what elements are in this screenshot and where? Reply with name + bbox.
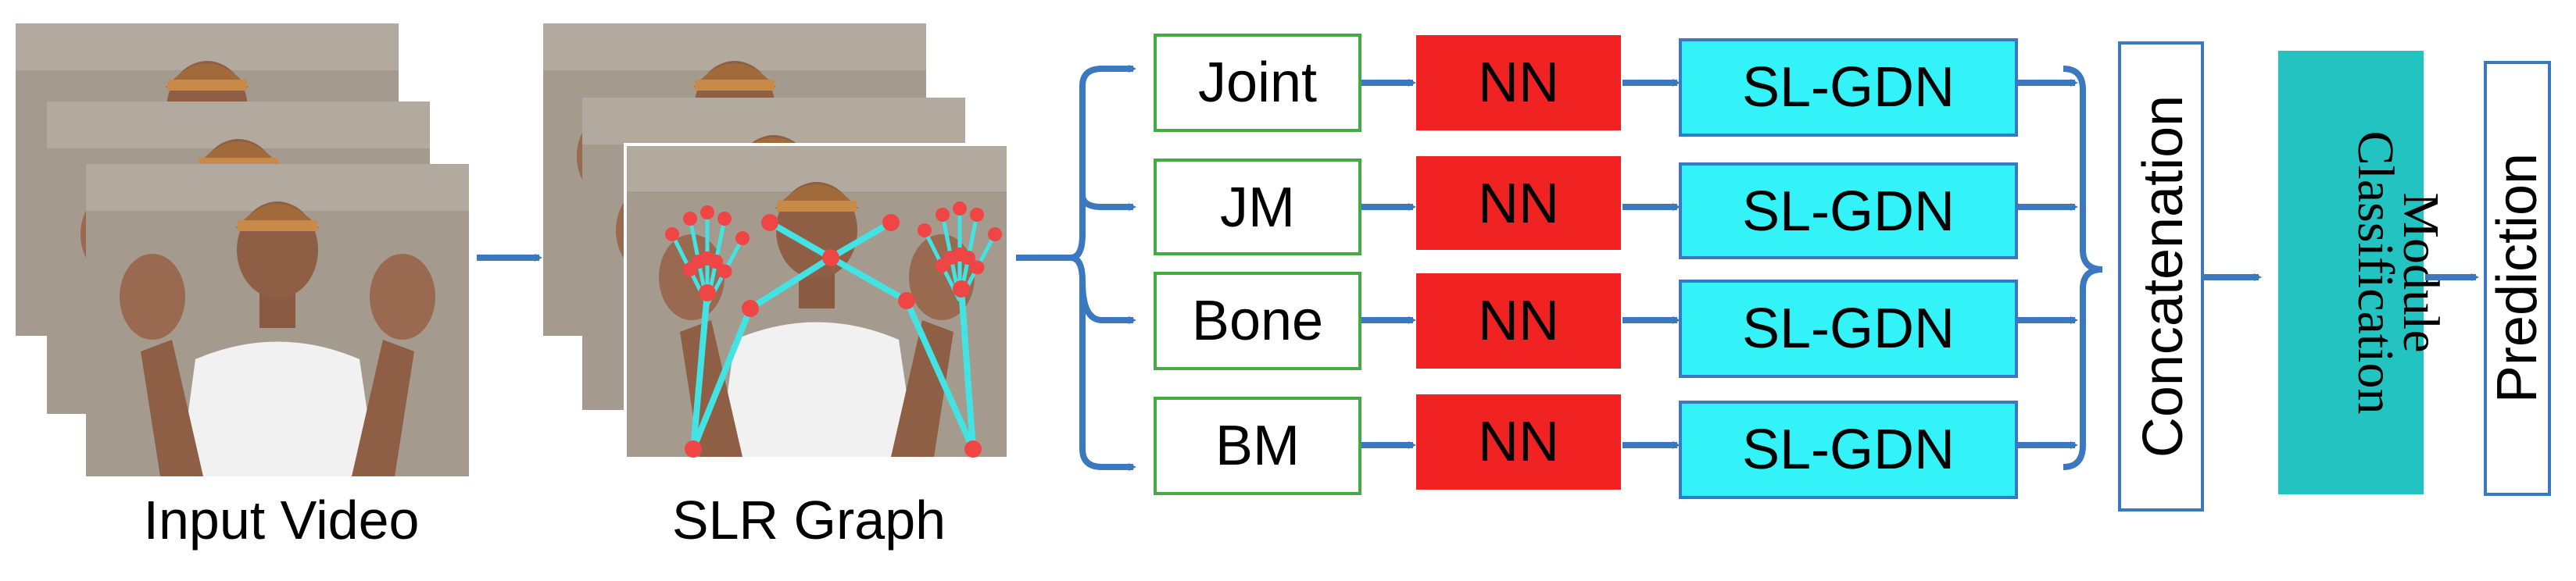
skeleton-edge [903, 299, 976, 451]
joint-gdn-label: SL-GDN [1742, 56, 1955, 119]
skeleton-edge [768, 219, 832, 261]
prediction-box [2484, 61, 2551, 496]
graph-frame [624, 143, 1010, 470]
jm-input-box [1154, 159, 1361, 255]
fan-in-brace [2018, 66, 2103, 470]
skeleton-graph [665, 201, 1002, 458]
classification-module-box [2278, 51, 2424, 494]
skeleton-edge [690, 292, 710, 450]
finger-joint [961, 251, 975, 265]
bm-nn-box [1416, 394, 1621, 490]
skeleton-joint [953, 280, 970, 298]
input-video-label: Input Video [144, 490, 420, 551]
bm-input-label: BM [1215, 415, 1300, 477]
slr-graph-label: SLR Graph [672, 490, 946, 551]
stream-jm: JM NN SL-GDN [1154, 156, 2018, 259]
finger-joint [953, 201, 967, 216]
bm-input-box [1154, 397, 1361, 495]
finger-joint [988, 227, 1002, 241]
fan-out-brace [1016, 65, 1136, 471]
skeleton-joint [761, 214, 778, 231]
skeleton-joint [822, 249, 839, 266]
jm-gdn-label: SL-GDN [1742, 180, 1955, 243]
stream-bone: Bone NN SL-GDN [1154, 272, 2018, 378]
jm-nn-box [1416, 156, 1621, 250]
skeleton-edge [690, 307, 753, 451]
bm-gdn-box [1679, 401, 2018, 499]
jm-nn-label: NN [1478, 173, 1559, 235]
concatenation-label: Concatenation [2132, 95, 2195, 458]
bone-nn-box [1416, 273, 1621, 369]
finger-joint [970, 260, 985, 275]
jm-input-label: JM [1220, 176, 1295, 239]
input-video-frame [86, 164, 469, 476]
skeleton-edge [958, 288, 976, 450]
joint-gdn-box [1679, 38, 2018, 137]
finger-joint [709, 255, 723, 269]
stream-bm: BM NN SL-GDN [1154, 394, 2018, 499]
slr-graph-stack [543, 23, 1010, 470]
bm-gdn-label: SL-GDN [1742, 419, 1955, 481]
finger-joint [936, 208, 950, 222]
joint-nn-label: NN [1478, 52, 1559, 114]
finger-joint [735, 231, 750, 245]
joint-nn-box [1416, 35, 1621, 130]
finger-joint [717, 264, 732, 279]
finger-joint [700, 205, 714, 219]
finger-joint [717, 212, 732, 226]
classification-label-line2: Module [2392, 192, 2449, 352]
skeleton-edge [748, 255, 833, 312]
jm-gdn-box [1679, 162, 2018, 259]
skeleton-joint [898, 292, 915, 309]
bone-gdn-label: SL-GDN [1742, 298, 1955, 360]
classification-label-line1: Classification [2347, 131, 2404, 415]
bone-input-box [1154, 272, 1361, 370]
finger-joint [918, 223, 932, 237]
skeleton-edge [829, 255, 908, 304]
joint-input-label: Joint [1198, 52, 1317, 114]
bm-nn-label: NN [1478, 411, 1559, 473]
joint-input-box [1154, 34, 1361, 132]
prediction-label: Prediction [2486, 153, 2549, 403]
skeleton-edge [828, 219, 893, 261]
finger-joint [665, 227, 679, 241]
skeleton-joint [685, 440, 702, 458]
input-video-stack [16, 23, 469, 476]
bone-input-label: Bone [1192, 290, 1323, 352]
concatenation-box [2118, 41, 2204, 511]
skeleton-joint [742, 300, 759, 317]
finger-joint [970, 208, 984, 222]
bone-nn-label: NN [1478, 290, 1559, 352]
skeleton-joint [964, 440, 982, 458]
skeleton-joint [882, 214, 900, 231]
skeleton-joint [699, 284, 716, 301]
stream-joint: Joint NN SL-GDN [1154, 34, 2018, 137]
finger-joint [683, 212, 697, 226]
bone-gdn-box [1679, 280, 2018, 378]
